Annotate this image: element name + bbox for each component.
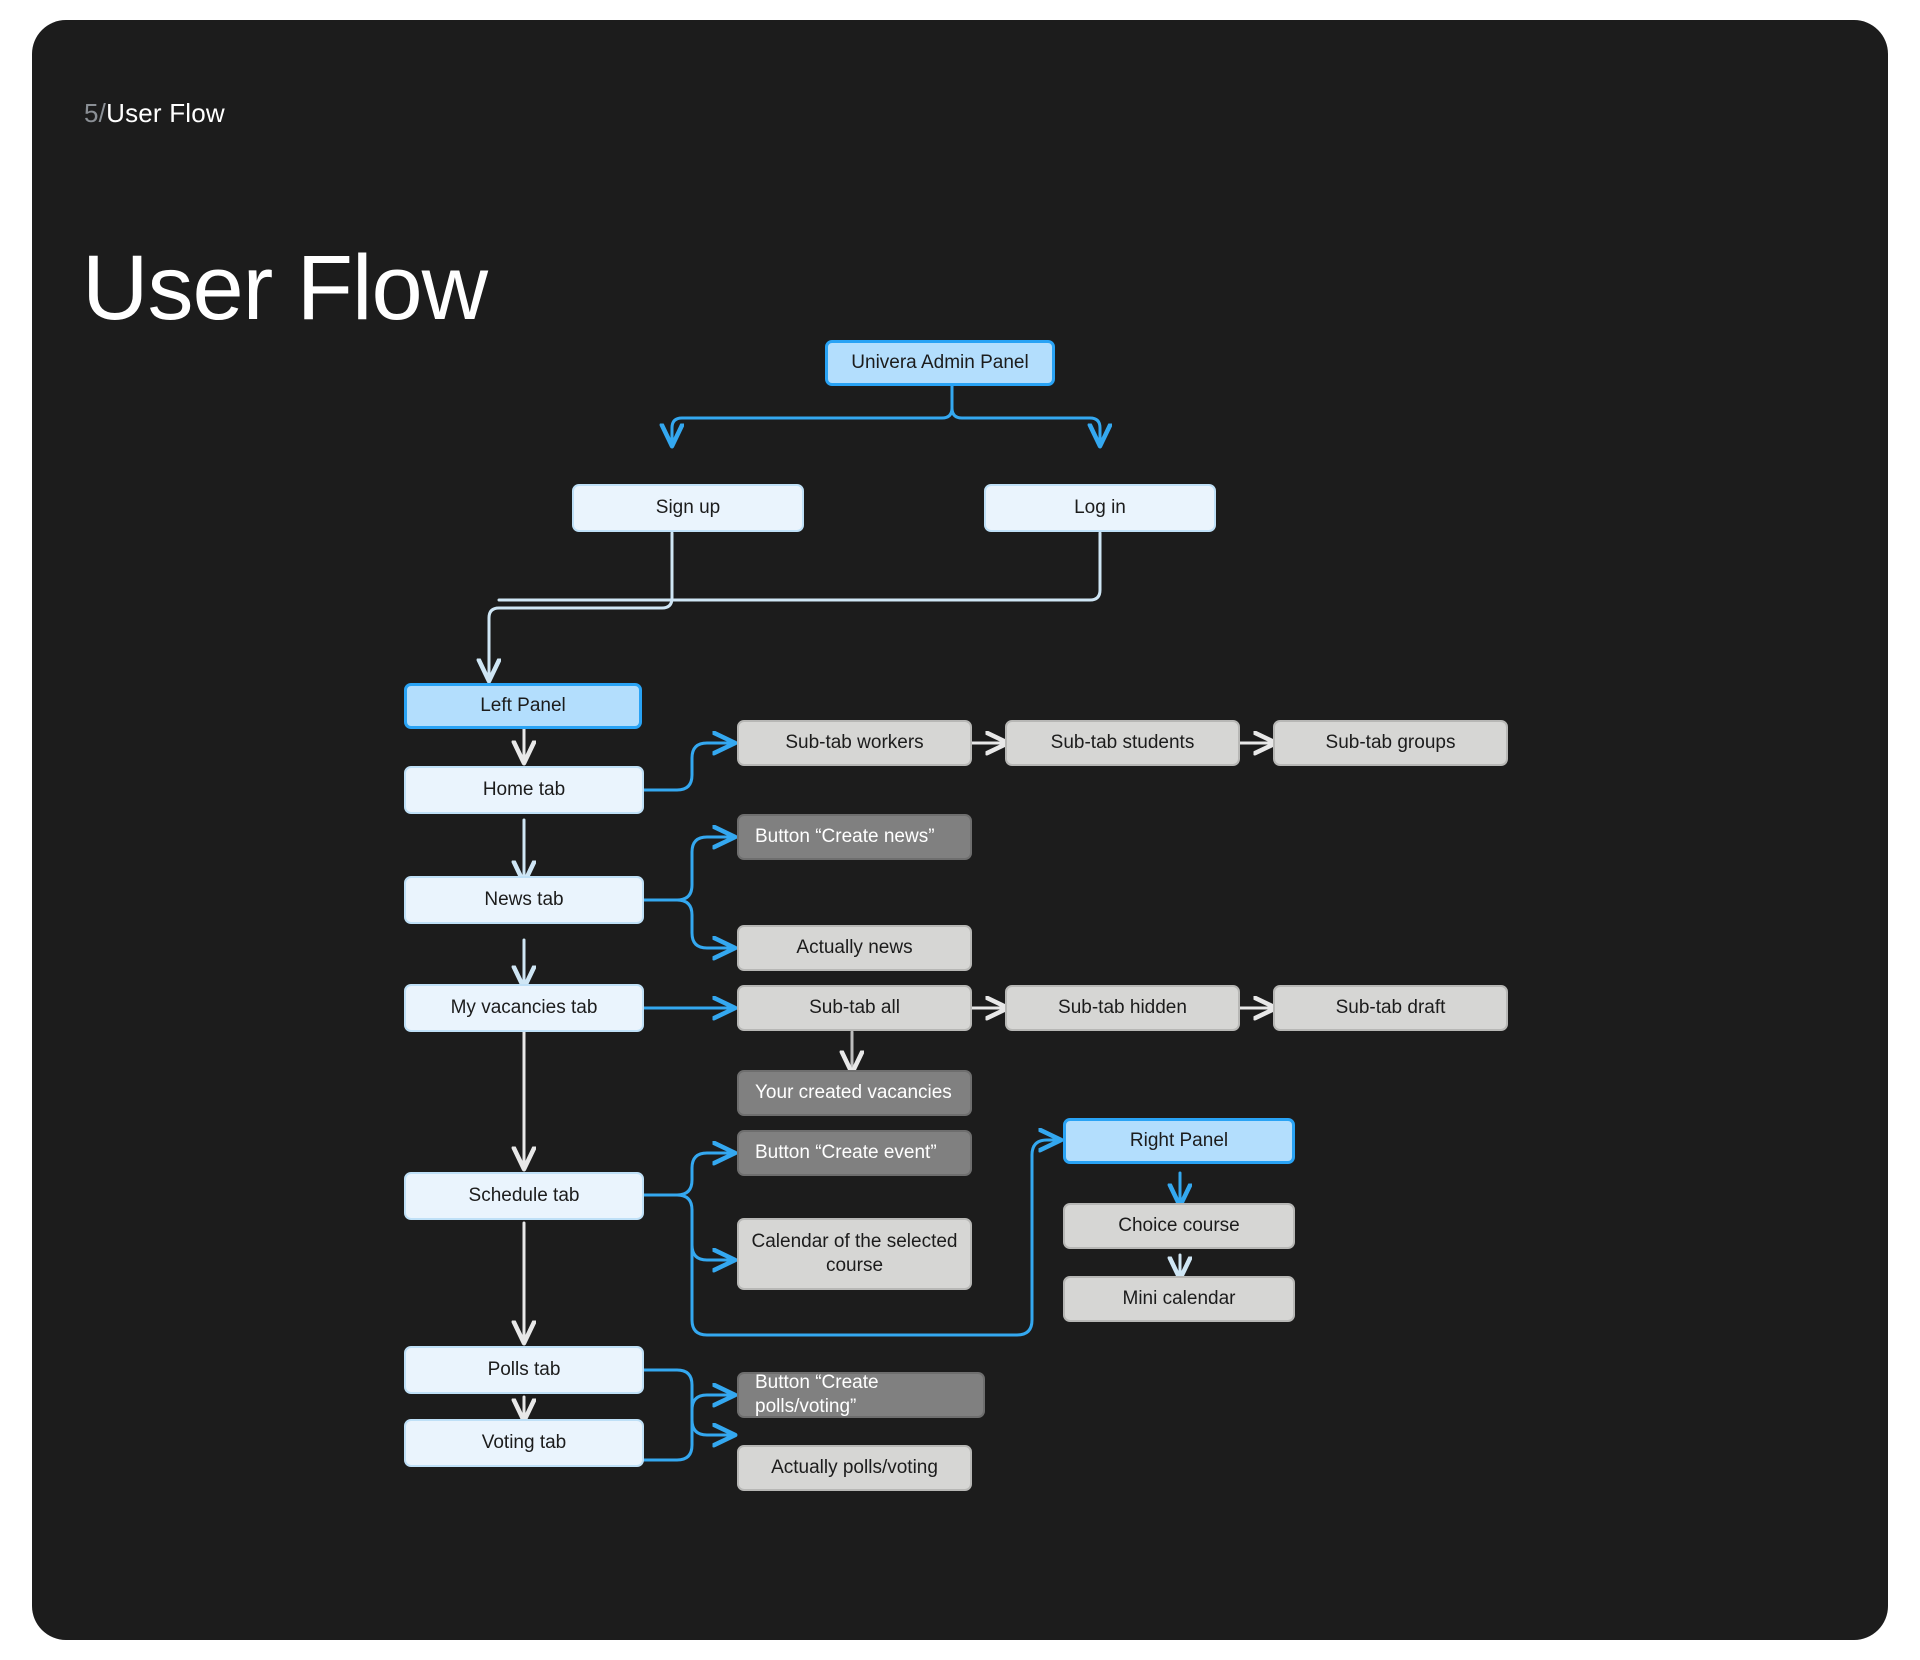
node-label: Sub-tab students [1050,732,1195,754]
node-my-vacancies-tab[interactable]: My vacancies tab [404,984,644,1032]
node-label: Button “Create news” [755,826,935,848]
slide-kicker-number: 5/ [84,98,107,128]
node-label: Actually polls/voting [771,1457,938,1479]
node-label: Sub-tab draft [1335,997,1446,1019]
page-title: User Flow [82,237,488,339]
flow-diagram-canvas: Univera Admin Panel Sign up Log in Left … [32,20,1888,1640]
node-button-create-news[interactable]: Button “Create news” [737,814,972,860]
node-log-in[interactable]: Log in [984,484,1216,532]
node-univera-admin-panel[interactable]: Univera Admin Panel [825,340,1055,386]
node-actually-polls-voting[interactable]: Actually polls/voting [737,1445,972,1491]
node-label: Sub-tab hidden [1058,997,1187,1019]
node-button-create-polls-voting[interactable]: Button “Create polls/voting” [737,1372,985,1418]
slide-kicker-text: User Flow [106,98,225,128]
node-sign-up[interactable]: Sign up [572,484,804,532]
node-label: Polls tab [487,1359,561,1381]
node-news-tab[interactable]: News tab [404,876,644,924]
node-schedule-tab[interactable]: Schedule tab [404,1172,644,1220]
node-label: Voting tab [481,1432,567,1454]
node-left-panel[interactable]: Left Panel [404,683,642,729]
node-label: News tab [484,889,564,911]
node-label: Right Panel [1129,1130,1229,1152]
node-actually-news[interactable]: Actually news [737,925,972,971]
node-label: Actually news [796,937,913,959]
node-label: Mini calendar [1122,1288,1236,1310]
slide-card: 5/User Flow User Flow [32,20,1888,1640]
node-label: Univera Admin Panel [851,352,1029,374]
node-label: Sign up [655,497,721,519]
node-label: Sub-tab all [809,997,900,1019]
node-label: Calendar of the selected course [751,1231,958,1276]
node-label: Log in [1074,497,1126,519]
node-label: Button “Create event” [755,1142,937,1164]
node-label: Choice course [1118,1215,1240,1237]
node-label: My vacancies tab [450,997,598,1019]
node-polls-tab[interactable]: Polls tab [404,1346,644,1394]
node-label: Sub-tab workers [785,732,924,754]
connector-layer [32,383,1888,1462]
node-voting-tab[interactable]: Voting tab [404,1419,644,1467]
node-label: Home tab [482,779,566,801]
node-sub-tab-workers[interactable]: Sub-tab workers [737,720,972,766]
node-label: Schedule tab [468,1185,580,1207]
slide-kicker: 5/User Flow [84,98,225,129]
node-sub-tab-draft[interactable]: Sub-tab draft [1273,985,1508,1031]
node-sub-tab-students[interactable]: Sub-tab students [1005,720,1240,766]
node-right-panel[interactable]: Right Panel [1063,1118,1295,1164]
node-sub-tab-hidden[interactable]: Sub-tab hidden [1005,985,1240,1031]
node-label: Button “Create polls/voting” [755,1372,879,1417]
node-sub-tab-groups[interactable]: Sub-tab groups [1273,720,1508,766]
node-choice-course[interactable]: Choice course [1063,1203,1295,1249]
node-sub-tab-all[interactable]: Sub-tab all [737,985,972,1031]
node-mini-calendar[interactable]: Mini calendar [1063,1276,1295,1322]
node-button-create-event[interactable]: Button “Create event” [737,1130,972,1176]
node-label: Sub-tab groups [1325,732,1456,754]
node-label: Left Panel [480,695,566,717]
node-your-created-vacancies[interactable]: Your created vacancies [737,1070,972,1116]
node-home-tab[interactable]: Home tab [404,766,644,814]
node-calendar-of-selected-course[interactable]: Calendar of the selected course [737,1218,972,1290]
node-label: Your created vacancies [755,1082,952,1104]
